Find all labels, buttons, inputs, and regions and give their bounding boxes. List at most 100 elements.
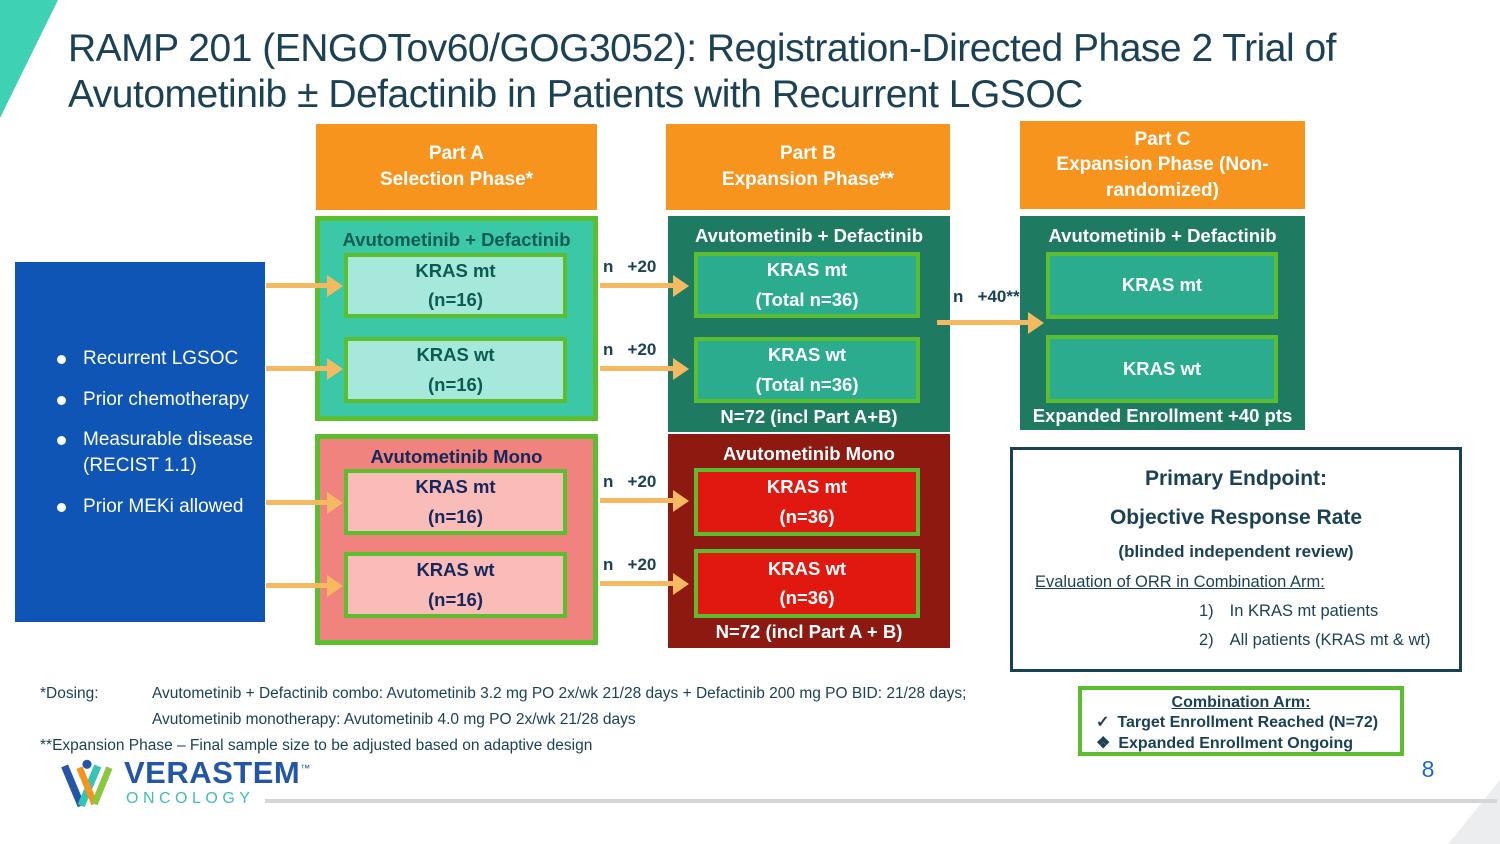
combination-arm-item-2: ❖ Expanded Enrollment Ongoing (1096, 734, 1400, 754)
endpoint-item-1: 1) In KRAS mt patients (1199, 602, 1459, 621)
part-b-mono-kras-mt-box: KRAS mt (n=36) (694, 468, 920, 536)
kras-line: KRAS mt (1121, 274, 1203, 296)
eligibility-list: Recurrent LGSOC Prior chemotherapy Measu… (15, 262, 265, 519)
combination-arm-title: Combination Arm: (1171, 694, 1311, 711)
header-part-b-line1: Part B (780, 143, 836, 165)
n-line: (n=16) (427, 373, 483, 395)
flow-label-n20: n +20 (603, 555, 657, 574)
arrow-a-to-b-mono-mt (600, 489, 689, 512)
header-part-a-line2: Selection Phase* (379, 169, 534, 190)
endpoint-item-2: 2) All patients (KRAS mt & wt) (1199, 631, 1459, 650)
item-text: In KRAS mt patients (1229, 602, 1379, 620)
part-a-mono-kras-mt-box: KRAS mt (n=16) (344, 469, 567, 535)
endpoint-title: Primary Endpoint: (1144, 467, 1328, 490)
flow-label-n20: n +20 (603, 340, 657, 359)
part-b-combo-kras-wt-box: KRAS wt (Total n=36) (694, 337, 920, 403)
kras-line: KRAS mt (415, 476, 496, 497)
corner-accent-top-left (0, 0, 58, 118)
footnote-expansion: **Expansion Phase – Final sample size to… (40, 737, 593, 754)
part-b-mono-title: Avutometinib Mono (723, 443, 895, 464)
flow-label-n20: n +20 (603, 257, 657, 276)
page-title: RAMP 201 (ENGOTov60/GOG3052): Registrati… (68, 26, 1458, 118)
primary-endpoint-box: Primary Endpoint: Objective Response Rat… (1010, 447, 1462, 672)
item-number: 1) (1199, 602, 1214, 620)
check-icon: ✓ (1096, 714, 1110, 731)
part-a-mono-title: Avutometinib Mono (370, 446, 543, 467)
arrow-elig-to-a-combo-mt (266, 274, 343, 297)
footer-divider (265, 799, 1497, 803)
n-line: (n=36) (779, 587, 835, 608)
n-line: (Total n=36) (755, 288, 859, 310)
footnote-dosing-line2: Avutometinib monotherapy: Avutometinib 4… (152, 711, 636, 728)
part-c-title: Avutometinib + Defactinib (1048, 225, 1277, 246)
arrow-a-to-b-mono-wt (600, 572, 689, 595)
kras-line: KRAS mt (766, 476, 848, 497)
endpoint-parenthetical: (blinded independent review) (1118, 542, 1354, 561)
eligibility-item: Prior MEKi allowed (55, 494, 255, 520)
part-b-mono-kras-wt-box: KRAS wt (n=36) (694, 549, 920, 618)
kras-line: KRAS mt (415, 259, 496, 281)
arrow-elig-to-a-combo-wt (266, 357, 343, 380)
part-a-mono-kras-wt-box: KRAS wt (n=16) (344, 552, 567, 618)
logo-brand-word: VERASTEM (124, 755, 301, 790)
header-part-c-line2: Expansion Phase (Non-randomized) (1056, 154, 1269, 201)
part-c-kras-wt-box: KRAS wt (1046, 335, 1278, 403)
kras-line: KRAS wt (767, 557, 847, 579)
combination-arm-box: Combination Arm: ✓ Target Enrollment Rea… (1078, 686, 1404, 756)
logo-trademark: ™ (300, 763, 311, 775)
header-part-c-line1: Part C (1134, 128, 1191, 150)
n-line: (Total n=36) (755, 373, 859, 395)
item-number: 2) (1199, 631, 1214, 649)
n-line: (n=36) (779, 505, 835, 527)
item-text: Target Enrollment Reached (N=72) (1117, 714, 1379, 731)
footnote-dosing-label: *Dosing: (40, 685, 99, 702)
n-line: (n=16) (427, 289, 483, 310)
n-line: (n=16) (427, 588, 483, 610)
title-line1: RAMP 201 (ENGOTov60/GOG3052): Registrati… (68, 27, 1337, 70)
arrow-elig-to-a-mono-wt (266, 574, 343, 597)
kras-line: KRAS wt (416, 344, 495, 365)
kras-line: KRAS wt (416, 559, 495, 580)
title-line2: Avutometinib ± Defactinib in Patients wi… (68, 73, 1083, 117)
n-line: (n=16) (427, 505, 483, 527)
eligibility-box: Recurrent LGSOC Prior chemotherapy Measu… (15, 262, 265, 622)
part-b-combo-total: N=72 (incl Part A+B) (720, 406, 898, 427)
header-part-a-line1: Part A (428, 143, 485, 165)
combination-arm-item-1: ✓ Target Enrollment Reached (N=72) (1096, 713, 1400, 733)
eligibility-item: Prior chemotherapy (55, 387, 255, 413)
page-number: 8 (1421, 756, 1435, 782)
flow-label-n40: n +40** (953, 287, 1020, 306)
item-text: Expanded Enrollment Ongoing (1118, 735, 1354, 752)
arrow-b-to-c (937, 311, 1044, 334)
part-a-combo-kras-wt-box: KRAS wt (n=16) (344, 337, 567, 403)
header-part-a: Part A Selection Phase* (316, 124, 597, 210)
header-part-b-line2: Expansion Phase** (721, 169, 895, 190)
part-b-mono-total: N=72 (incl Part A + B) (715, 621, 903, 642)
eligibility-item: Recurrent LGSOC (55, 346, 255, 372)
diamond-icon: ❖ (1096, 735, 1111, 752)
logo-division: ONCOLOGY (126, 790, 255, 807)
header-part-c: Part C Expansion Phase (Non-randomized) (1020, 121, 1305, 209)
header-part-b: Part B Expansion Phase** (666, 124, 950, 210)
footnote-dosing-line1: Avutometinib + Defactinib combo: Avutome… (152, 685, 967, 702)
part-b-combo-kras-mt-box: KRAS mt (Total n=36) (694, 252, 920, 318)
item-text: All patients (KRAS mt & wt) (1229, 631, 1431, 649)
verastem-logo-text: VERASTEM™ ONCOLOGY (124, 757, 311, 807)
endpoint-evaluation-heading: Evaluation of ORR in Combination Arm: (1035, 573, 1325, 591)
corner-accent-bottom-right (1448, 780, 1500, 844)
kras-line: KRAS mt (766, 259, 848, 280)
eligibility-item: Measurable disease (RECIST 1.1) (55, 427, 255, 478)
endpoint-subtitle: Objective Response Rate (1109, 506, 1363, 529)
verastem-logo: VERASTEM™ ONCOLOGY (58, 757, 311, 818)
verastem-logo-icon (58, 757, 116, 818)
arrow-a-to-b-combo-wt (600, 357, 689, 380)
logo-brand: VERASTEM™ (124, 757, 311, 788)
part-a-combo-title: Avutometinib + Defactinib (342, 229, 571, 250)
part-c-total: Expanded Enrollment +40 pts (1032, 405, 1293, 426)
part-b-combo-title: Avutometinib + Defactinib (694, 225, 924, 246)
kras-line: KRAS wt (1122, 357, 1202, 379)
kras-line: KRAS wt (767, 344, 847, 365)
part-c-kras-mt-box: KRAS mt (1046, 252, 1278, 319)
arrow-elig-to-a-mono-mt (266, 491, 343, 514)
